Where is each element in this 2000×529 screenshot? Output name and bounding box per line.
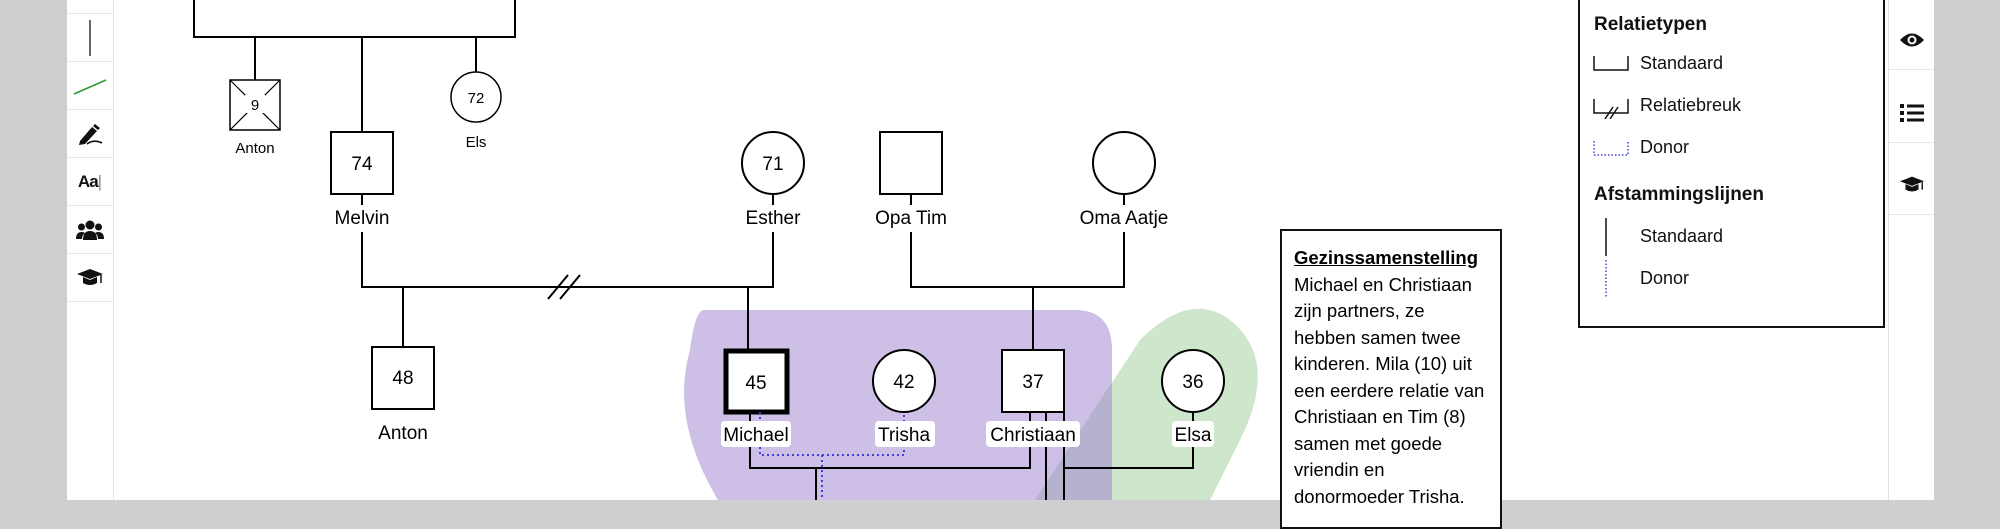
info-box-line: kinderen. Mila (10) uit <box>1294 353 1472 374</box>
diagonal-line-icon <box>73 78 107 95</box>
person-name-christiaan: Christiaan <box>990 425 1076 446</box>
person-age: 37 <box>1022 372 1043 393</box>
legend-relation-standard: Standaard <box>1640 53 1724 73</box>
line-tool[interactable] <box>67 14 113 62</box>
tool-top-partial[interactable] <box>67 0 113 14</box>
relation-melvin-esther[interactable] <box>361 232 774 300</box>
relation-break-symbol <box>1593 99 1629 119</box>
person-michael[interactable] <box>723 348 790 415</box>
person-name-anton-child: Anton <box>235 140 274 157</box>
education-tool[interactable] <box>67 254 113 302</box>
person-els[interactable] <box>450 71 502 123</box>
parent-couple-box[interactable] <box>193 0 516 38</box>
person-age: 42 <box>893 372 914 393</box>
info-box-line: vriendin en <box>1294 459 1385 480</box>
graduation-cap-icon <box>1899 176 1924 191</box>
person-anton-child[interactable]: 9 <box>229 79 281 131</box>
vertical-line-icon <box>89 19 91 56</box>
person-name-opa-tim: Opa Tim <box>875 208 947 229</box>
person-age: 36 <box>1182 372 1203 393</box>
label-bg <box>1172 421 1214 447</box>
descent-donor-symbol <box>1605 260 1607 298</box>
left-toolbar: Aa| <box>67 0 114 500</box>
green-line-tool[interactable] <box>67 62 113 110</box>
person-age: 72 <box>468 90 485 107</box>
legend-descent-title: Afstammingslijnen <box>1594 184 1764 205</box>
person-trisha[interactable] <box>872 349 936 413</box>
users-icon <box>76 220 104 240</box>
genogram-diagram[interactable]: 9 Anton 72 Els 74 Melvin 71 Esther Opa T… <box>0 0 2000 500</box>
label-bg <box>986 421 1080 447</box>
person-age: 9 <box>251 97 259 114</box>
person-name-oma-aatje: Oma Aatje <box>1080 208 1169 229</box>
descent-standard-symbol <box>1605 218 1607 256</box>
group-tool[interactable] <box>67 206 113 254</box>
right-toolbar <box>1888 0 1934 500</box>
text-icon: Aa <box>77 171 99 191</box>
legend-relation-donor: Donor <box>1640 137 1690 157</box>
person-oma-aatje[interactable] <box>1092 131 1156 195</box>
person-age: 74 <box>351 154 373 175</box>
legend-panel[interactable]: Relatietypen Standaard Relatiebreuk Dono… <box>1578 0 1885 328</box>
person-anton[interactable] <box>371 346 435 410</box>
info-box-line: Michael en Christiaan <box>1294 273 1472 295</box>
person-age: 71 <box>762 154 783 175</box>
list-icon <box>1899 103 1924 122</box>
person-age: 45 <box>745 373 766 394</box>
relation-opa-tim-oma-aatje[interactable] <box>910 232 1125 288</box>
label-bg <box>875 421 935 447</box>
relation-standard-symbol <box>1593 56 1629 71</box>
person-name-anton: Anton <box>378 423 428 444</box>
pen-icon <box>79 123 103 145</box>
legend-relation-break: Relatiebreuk <box>1640 95 1742 115</box>
family-info-textbox[interactable]: Gezinssamenstelling Michael en Christiaa… <box>1280 229 1502 529</box>
info-box-line: zijn partners, ze <box>1294 300 1425 321</box>
info-box-title: Gezinssamenstelling <box>1294 247 1479 268</box>
legend-relation-title: Relatietypen <box>1594 14 1707 35</box>
view-tool[interactable] <box>1889 10 1934 70</box>
person-name-elsa: Elsa <box>1175 425 1212 446</box>
list-tool[interactable] <box>1889 83 1934 143</box>
person-name-esther: Esther <box>746 208 802 229</box>
info-box-line: donormoeder Trisha. <box>1294 485 1465 507</box>
legend-descent-donor: Donor <box>1640 268 1690 288</box>
info-box-line: een eerdere relatie van <box>1294 379 1485 401</box>
graduation-cap-icon <box>77 268 103 285</box>
person-name-els: Els <box>466 134 487 151</box>
relation-donor-symbol <box>1593 141 1629 156</box>
person-name-michael: Michael <box>723 425 788 446</box>
info-box-line: samen met goede <box>1294 432 1443 454</box>
education-tool[interactable] <box>1889 155 1934 215</box>
person-christiaan[interactable] <box>1001 349 1065 413</box>
person-opa-tim[interactable] <box>879 131 943 195</box>
person-name-trisha: Trisha <box>878 425 931 446</box>
info-box-line: Christiaan en Tim (8) <box>1294 406 1466 427</box>
label-bg <box>721 421 791 447</box>
pen-tool[interactable] <box>67 110 113 158</box>
legend-descent-standard: Standaard <box>1640 226 1724 246</box>
person-melvin[interactable] <box>330 131 394 195</box>
eye-icon <box>1899 33 1924 46</box>
person-age: 48 <box>392 368 413 389</box>
text-tool[interactable]: Aa| <box>67 158 113 206</box>
info-box-line: hebben samen twee <box>1294 326 1461 348</box>
person-name-melvin: Melvin <box>335 208 390 229</box>
